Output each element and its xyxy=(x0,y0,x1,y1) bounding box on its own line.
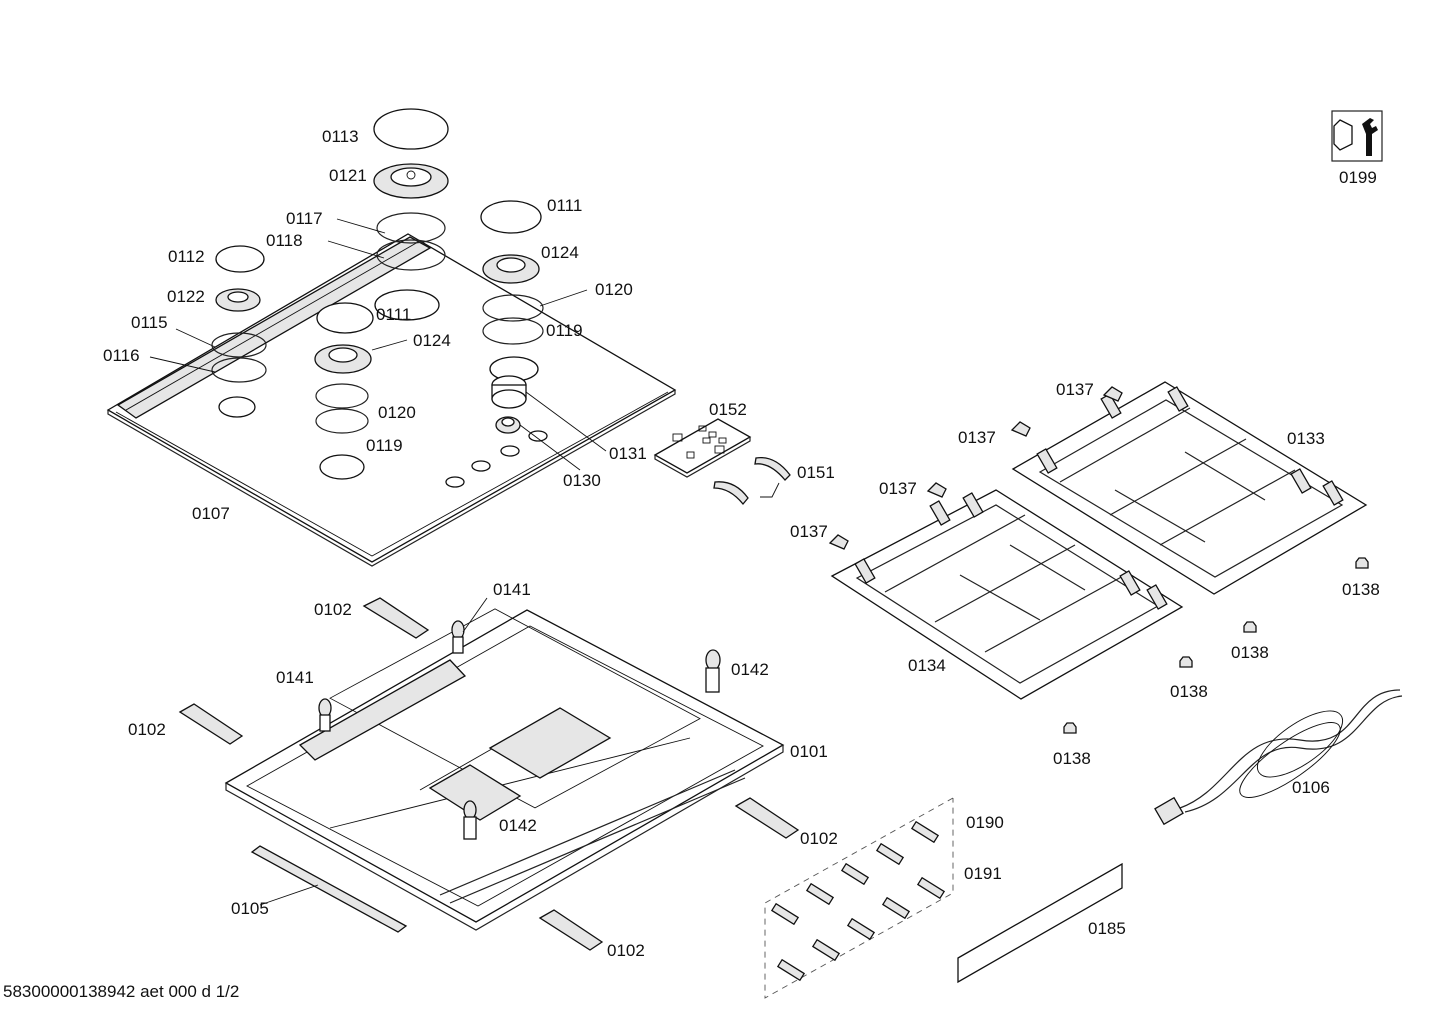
ignition-module xyxy=(653,418,752,478)
power-cable xyxy=(1154,689,1403,826)
label-0142-a: 0142 xyxy=(731,660,769,679)
screws xyxy=(764,797,954,999)
label-0102-b: 0102 xyxy=(128,720,166,739)
control-knob xyxy=(491,375,527,409)
label-0107: 0107 xyxy=(192,504,230,523)
label-0105: 0105 xyxy=(231,899,269,918)
rubber-buffers xyxy=(828,386,1123,550)
label-0101: 0101 xyxy=(790,742,828,761)
label-0124-mid: 0124 xyxy=(413,331,451,350)
cable-clips xyxy=(713,456,791,506)
clamps xyxy=(178,597,800,951)
label-0137-b: 0137 xyxy=(958,428,996,447)
label-0102-a: 0102 xyxy=(314,600,352,619)
bottom-tray xyxy=(224,608,785,931)
label-0120-mid: 0120 xyxy=(378,403,416,422)
label-0185: 0185 xyxy=(1088,919,1126,938)
document-footer: 58300000138942 aet 000 d 1/2 xyxy=(3,982,239,1001)
label-0120-top: 0120 xyxy=(595,280,633,299)
label-0121: 0121 xyxy=(329,166,367,185)
hinge-pins xyxy=(318,620,721,840)
burner-cap-small xyxy=(211,245,267,383)
label-0106: 0106 xyxy=(1292,778,1330,797)
pan-support-left xyxy=(830,489,1184,700)
label-0199: 0199 xyxy=(1339,168,1377,187)
label-0133: 0133 xyxy=(1287,429,1325,448)
feet xyxy=(1063,557,1369,734)
hob-top-plate xyxy=(106,233,677,567)
label-0138-c: 0138 xyxy=(1170,682,1208,701)
knob-seal xyxy=(495,416,521,434)
label-0117: 0117 xyxy=(286,209,323,228)
label-0124-top: 0124 xyxy=(541,243,579,262)
label-0131: 0131 xyxy=(609,444,647,463)
burner-cap-medium-right xyxy=(480,200,544,382)
label-0134: 0134 xyxy=(908,656,946,675)
label-0152: 0152 xyxy=(709,400,747,419)
label-0111-top: 0111 xyxy=(547,196,582,215)
burner-cap-medium-center xyxy=(314,302,374,434)
label-0191: 0191 xyxy=(964,864,1002,883)
label-0113: 0113 xyxy=(322,127,359,146)
label-0111-mid: 0111 xyxy=(376,305,411,324)
label-0119-top: 0119 xyxy=(546,321,583,340)
label-0137-a: 0137 xyxy=(1056,380,1094,399)
rating-plate xyxy=(957,862,1123,984)
label-0142-b: 0142 xyxy=(499,816,537,835)
label-0151: 0151 xyxy=(797,463,835,482)
label-0119-mid: 0119 xyxy=(366,436,403,455)
seal-rings-large xyxy=(376,212,446,271)
part-labels: 0113 0121 0117 0118 0111 0112 0124 0122 … xyxy=(3,127,1380,1001)
label-0138-d: 0138 xyxy=(1053,749,1091,768)
label-0118: 0118 xyxy=(266,231,303,250)
label-0112: 0112 xyxy=(168,247,205,266)
burner-head-large xyxy=(373,163,449,199)
label-0138-b: 0138 xyxy=(1231,643,1269,662)
label-0137-d: 0137 xyxy=(790,522,828,541)
label-0122: 0122 xyxy=(167,287,205,306)
label-0137-c: 0137 xyxy=(879,479,917,498)
label-0141-b: 0141 xyxy=(276,668,314,687)
label-0138-a: 0138 xyxy=(1342,580,1380,599)
label-0102-c: 0102 xyxy=(800,829,838,848)
label-0102-d: 0102 xyxy=(607,941,645,960)
label-0190: 0190 xyxy=(966,813,1004,832)
seal-strip xyxy=(250,845,408,933)
label-0130: 0130 xyxy=(563,471,601,490)
burner-cap-large xyxy=(373,108,449,150)
leader-lines xyxy=(149,218,607,906)
label-0141-a: 0141 xyxy=(493,580,531,599)
wrench-icon xyxy=(1331,110,1383,162)
label-0115: 0115 xyxy=(131,313,168,332)
label-0116: 0116 xyxy=(103,346,140,365)
pan-support-right xyxy=(1011,381,1368,595)
